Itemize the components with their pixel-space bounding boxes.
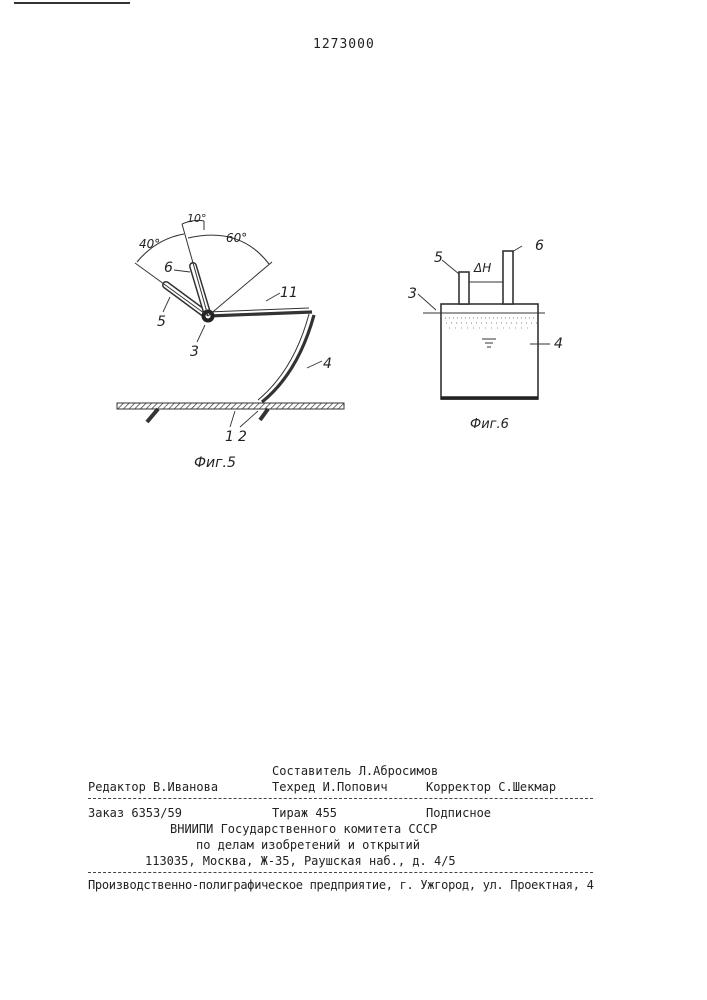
figure-5: 40° 10° 60° 6 5 3 11 4 1 2 Фиг.5 5 ΔH 6 … [0,0,707,500]
plate-stub-left [147,409,158,422]
label-4: 4 [323,356,332,372]
printer: Производственно-полиграфическое предприя… [88,878,594,892]
fig6-caption: Фиг.6 [470,417,509,432]
corrector: Корректор С.Шекмар [426,780,556,794]
circulation: Тираж 455 [272,806,337,820]
tube-5-fig6 [459,272,469,304]
org-line-2: по делам изобретений и открытий [196,838,420,852]
tube-6-fig6 [503,251,513,304]
label-2: 2 [238,429,247,445]
fig6-label-3: 3 [408,286,417,302]
fig6-label-6: 6 [535,238,544,254]
plate-stub-right [260,409,268,420]
fig6-label-4: 4 [554,336,563,352]
order: Заказ 6353/59 [88,806,182,820]
compiler: Составитель Л.Абросимов [272,764,438,778]
label-11: 11 [280,285,298,301]
top-wall-11 [208,312,312,316]
label-5: 5 [157,314,166,330]
label-3: 3 [190,344,199,360]
fig6-label-dh: ΔH [473,261,491,275]
subscription: Подписное [426,806,491,820]
techred: Техред И.Попович [272,780,388,794]
divider-1 [88,798,593,799]
plate-1 [117,403,344,409]
angle-40: 40° [139,237,160,251]
angle-60: 60° [226,231,247,245]
fig6-label-5: 5 [434,250,443,266]
label-1: 1 [225,429,234,445]
label-6: 6 [164,260,173,276]
divider-2 [88,872,593,873]
editor: Редактор В.Иванова [88,780,218,794]
org-line-1: ВНИИПИ Государственного комитета СССР [170,822,437,836]
address: 113035, Москва, Ж-35, Раушская наб., д. … [145,854,456,868]
angle-10: 10° [187,212,207,225]
fig5-caption: Фиг.5 [194,455,236,471]
